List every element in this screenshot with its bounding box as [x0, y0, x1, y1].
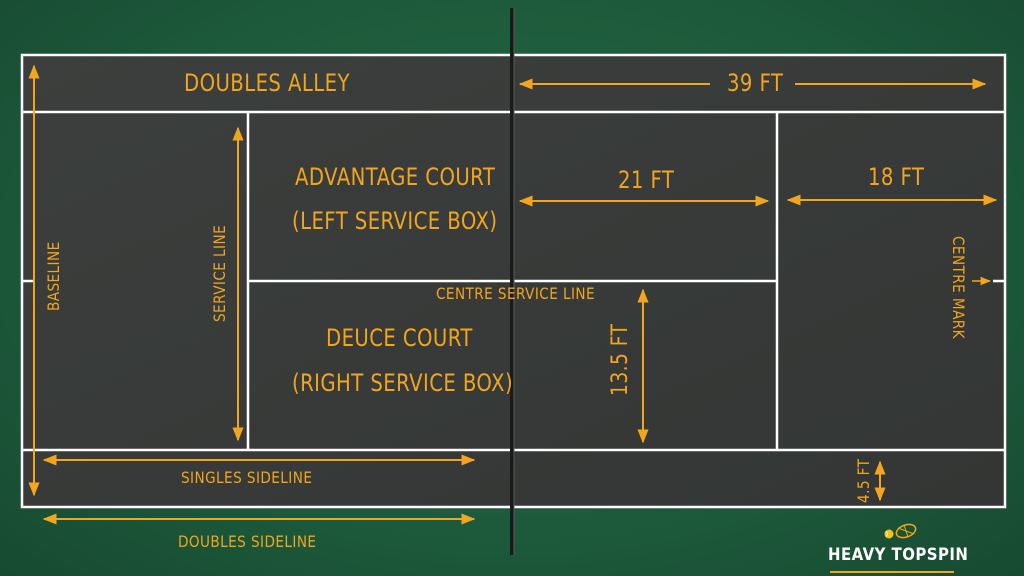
tennis-ball-icon: [884, 523, 917, 539]
singles-sideline-label: SINGLES SIDELINE: [181, 468, 313, 487]
advantage-court-label: ADVANTAGE COURT: [295, 163, 496, 191]
width-18-label: 18 FT: [868, 163, 925, 191]
deuce-court-sublabel: (RIGHT SERVICE BOX): [292, 369, 514, 397]
width-13-5-label: 13.5 FT: [608, 323, 633, 396]
brand-name: HEAVY TOPSPIN: [828, 545, 969, 565]
centre-service-line-label: CENTRE SERVICE LINE: [436, 284, 596, 303]
width-4-5-label: 4.5 FT: [854, 458, 873, 503]
doubles-sideline-label: DOUBLES SIDELINE: [178, 532, 317, 551]
advantage-court-sublabel: (LEFT SERVICE BOX): [292, 207, 498, 235]
width-39-label: 39 FT: [727, 69, 784, 97]
service-line-label: SERVICE LINE: [210, 224, 229, 322]
baseline-label: BASELINE: [44, 241, 63, 311]
centre-mark-label: CENTRE MARK: [949, 236, 968, 340]
brand-underline: [830, 571, 954, 573]
width-21-label: 21 FT: [618, 166, 675, 194]
deuce-court-label: DEUCE COURT: [326, 324, 473, 352]
doubles-alley-label: DOUBLES ALLEY: [184, 69, 350, 97]
